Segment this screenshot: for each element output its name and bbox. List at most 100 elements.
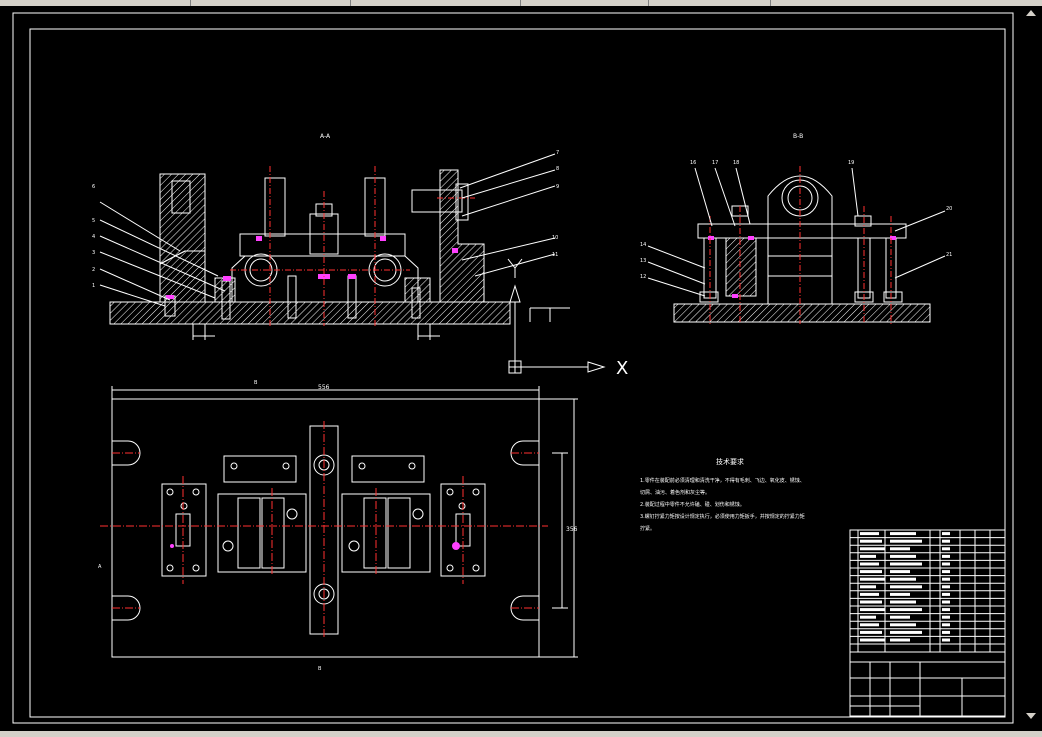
section-a-label: A-A [320, 133, 331, 140]
leader-13: 13 [640, 258, 646, 264]
tech-line-3: 2.装配过程中零件不允许磕、碰、划伤和锈蚀。 [640, 501, 745, 508]
view-b-tag: B [254, 380, 258, 386]
bom-cell-mark [860, 623, 879, 627]
bom-cell-mark [890, 585, 922, 589]
bom-cell-mark [860, 630, 882, 634]
leader-5: 5 [92, 218, 95, 224]
leader-7: 7 [556, 150, 559, 156]
vertical-scrollbar[interactable] [1022, 6, 1042, 733]
bom-cell-mark [860, 638, 885, 642]
bom-cell-mark [860, 608, 885, 612]
bom-cell-mark [860, 539, 882, 543]
bom-cell-mark [942, 532, 950, 536]
bom-cell-mark [890, 547, 910, 551]
tech-line-2: 切屑、油污、着色剂和灰尘等。 [640, 489, 710, 496]
b-base-plate [673, 303, 931, 323]
bom-cell-mark [942, 585, 950, 589]
horizontal-scrollbar[interactable] [0, 731, 1042, 737]
bom-cell-mark [860, 585, 876, 589]
bom-cell-mark [942, 592, 950, 596]
right-clamp-block [439, 169, 485, 303]
plan-view: 556 356 B A B [98, 380, 578, 672]
b-support-bracket [767, 175, 833, 305]
bom-cell-mark [860, 577, 885, 581]
drawing-canvas[interactable]: A-A [0, 6, 1020, 731]
view-a-tag: A [98, 564, 102, 570]
bom-cell-mark [890, 554, 916, 558]
leader-16: 16 [690, 160, 696, 166]
bom-cell-mark [890, 577, 916, 581]
toolbar-divider [770, 0, 771, 6]
scroll-down-arrow-icon[interactable] [1026, 713, 1036, 719]
section-a-view: A-A [92, 133, 628, 379]
tech-title: 技术要求 [716, 457, 744, 466]
section-b-view: B-B [640, 133, 952, 324]
bom-cell-mark [890, 623, 916, 627]
bom-cell-mark [860, 554, 876, 558]
bom-cell-mark [890, 600, 916, 604]
bom-cell-mark [942, 615, 950, 619]
bom-cell-mark [860, 615, 876, 619]
bom-cell-mark [942, 570, 950, 574]
bom-cell-mark [942, 539, 950, 543]
leader-8: 8 [556, 166, 559, 172]
technical-requirements: 技术要求 1.零件在装配前必须清理和清洗干净，不得有毛刺、飞边、氧化皮、锈蚀、 … [640, 457, 805, 532]
toolbar-divider [350, 0, 351, 6]
leader-19: 19 [848, 160, 854, 166]
top-toolbar-strip [0, 0, 1042, 6]
bom-cell-mark [942, 562, 950, 566]
bom-cell-mark [942, 577, 950, 581]
section-b-label: B-B [793, 133, 803, 140]
title-block [849, 529, 1006, 717]
plan-base-outline [111, 398, 540, 658]
leader-14: 14 [640, 242, 646, 248]
leader-21: 21 [946, 252, 952, 258]
bom-cell-mark [942, 638, 950, 642]
scroll-up-arrow-icon[interactable] [1026, 10, 1036, 16]
overall-height-dim: 356 [566, 526, 578, 533]
bom-cell-mark [942, 554, 950, 558]
leader-10: 10 [552, 235, 558, 241]
leader-2: 2 [92, 267, 95, 273]
bom-cell-mark [890, 615, 910, 619]
bom-cell-mark [890, 638, 910, 642]
axis-x-label: X [616, 358, 628, 379]
tech-line-1: 1.零件在装配前必须清理和清洗干净，不得有毛刺、飞边、氧化皮、锈蚀、 [640, 477, 805, 484]
bom-cell-mark [890, 539, 922, 543]
leader-6: 6 [92, 184, 95, 190]
bom-cell-mark [942, 600, 950, 604]
bom-cell-mark [890, 532, 916, 536]
leader-18: 18 [733, 160, 739, 166]
bom-cell-mark [942, 547, 950, 551]
bom-cell-mark [890, 562, 922, 566]
leader-17: 17 [712, 160, 718, 166]
tech-line-4: 3.螺钉拧紧力矩按设计规定执行，必须使用力矩扳手，并按规定的拧紧力矩 [640, 513, 805, 520]
leader-1: 1 [92, 283, 95, 289]
bom-cell-mark [890, 630, 922, 634]
overall-width-dim: 556 [318, 384, 330, 391]
view-c-tag: B [318, 666, 322, 672]
inner-frame [29, 28, 1006, 718]
bom-cell-mark [890, 608, 922, 612]
bom-cell-mark [942, 608, 950, 612]
leader-9: 9 [556, 184, 559, 190]
bom-cell-mark [860, 570, 882, 574]
bom-cell-mark [890, 570, 910, 574]
leader-12: 12 [640, 274, 646, 280]
bom-cell-mark [890, 592, 910, 596]
base-plate [109, 301, 511, 325]
leader-20: 20 [946, 206, 952, 212]
bom-cell-mark [942, 623, 950, 627]
toolbar-divider [520, 0, 521, 6]
toolbar-divider [190, 0, 191, 6]
bom-cell-mark [860, 600, 882, 604]
bom-cell-mark [860, 592, 879, 596]
bom-cell-mark [860, 547, 885, 551]
toolbar-divider [648, 0, 649, 6]
leader-3: 3 [92, 250, 95, 256]
tech-line-5: 拧紧。 [640, 525, 655, 532]
leader-11: 11 [552, 252, 558, 258]
bom-cell-mark [860, 532, 879, 536]
leader-4: 4 [92, 234, 95, 240]
outer-frame [12, 12, 1014, 724]
